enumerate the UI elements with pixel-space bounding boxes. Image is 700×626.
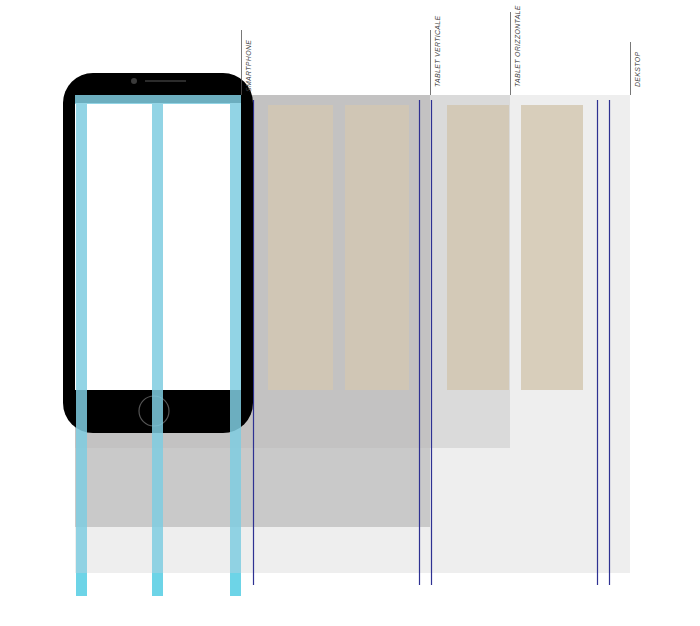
breakpoint-label: TABLET VERTICALE [434,16,442,87]
breakpoint-label: DEKSTOP [634,52,642,87]
breakpoint-label: SMARTPHONE [245,40,253,92]
breakpoint-label: TABLET ORIZZONTALE [514,5,522,87]
